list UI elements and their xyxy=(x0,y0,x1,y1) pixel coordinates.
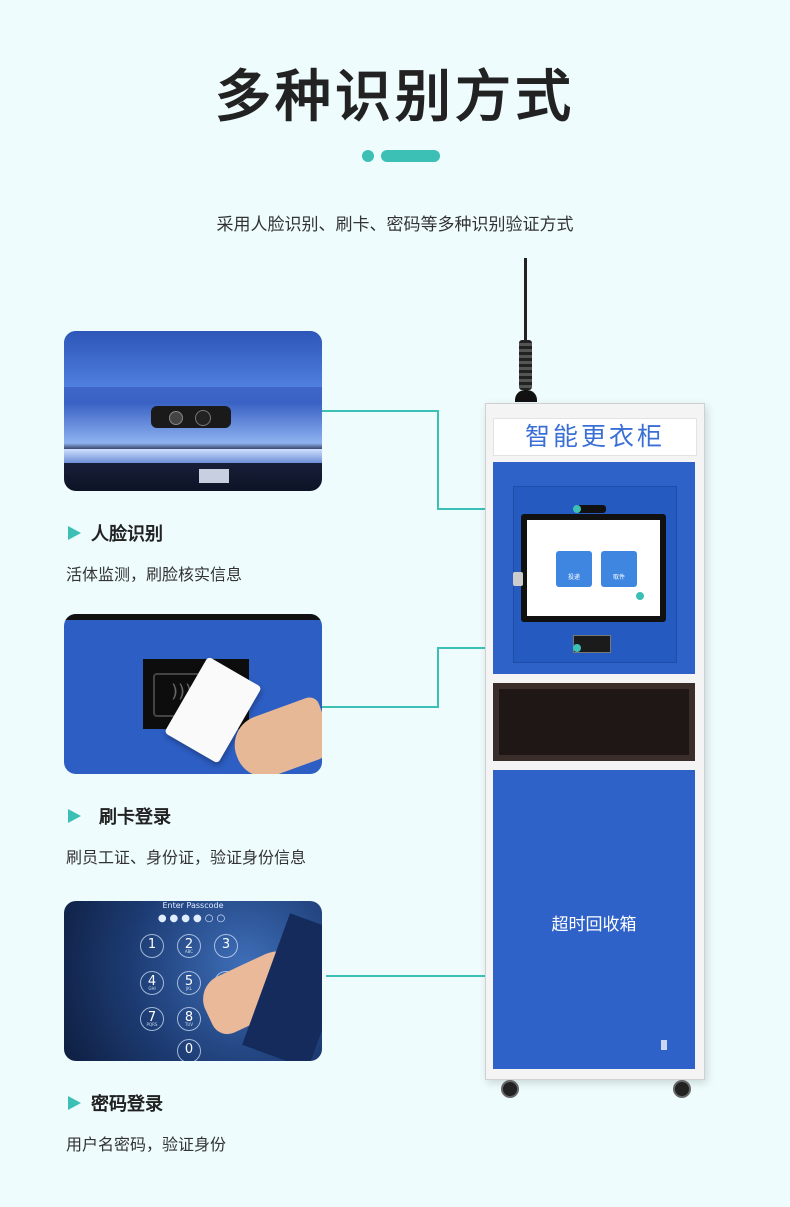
feature-password-title: 密码登录 xyxy=(68,1090,163,1116)
keypad-key-number: 0 xyxy=(184,1042,194,1057)
connector-line-card xyxy=(322,706,439,708)
cabinet-top-panel: 投递 取件 xyxy=(493,462,695,674)
card-swipe-photo: )))) xyxy=(64,614,322,774)
passcode-photo: Enter Passcode ●●●●○○ 12ABC34GHI5JKL67PQ… xyxy=(64,901,322,1061)
antenna-base xyxy=(515,390,537,402)
title-bar-decoration xyxy=(381,150,440,162)
keypad-key-letters: ABC xyxy=(184,949,194,954)
antenna-coil xyxy=(519,340,532,390)
feature-title-text: 人脸识别 xyxy=(91,524,163,545)
feature-title-text: 密码登录 xyxy=(91,1094,163,1115)
keypad-key-3[interactable]: 3 xyxy=(214,934,238,958)
feature-card-title: 刷卡登录 xyxy=(68,803,171,829)
connector-line-card xyxy=(437,647,439,708)
screen-pickup-button[interactable]: 取件 xyxy=(601,551,637,587)
feature-card-desc: 刷员工证、身份证，验证身份信息 xyxy=(66,848,307,867)
feature-password-desc: 用户名密码，验证身份 xyxy=(66,1135,227,1154)
cabinet-open-compartment xyxy=(493,683,695,761)
page-title: 多种识别方式 xyxy=(215,65,575,130)
screen-deliver-button[interactable]: 投递 xyxy=(556,551,592,587)
keypad-key-number: 7 xyxy=(147,1010,157,1025)
callout-dot xyxy=(573,644,581,652)
page-subtitle: 采用人脸识别、刷卡、密码等多种识别验证方式 xyxy=(216,215,574,235)
connector-line-password xyxy=(326,975,642,977)
screen-pickup-label: 取件 xyxy=(612,574,625,581)
passcode-prompt: Enter Passcode xyxy=(162,901,224,910)
keypad-key-letters: PQRS xyxy=(146,1022,158,1027)
title-dot-decoration xyxy=(362,150,374,162)
keypad-key-number: 8 xyxy=(184,1010,194,1025)
cabinet-recycle-box: 超时回收箱 xyxy=(493,770,695,1069)
keypad-key-number: 3 xyxy=(221,937,231,952)
feature-face-title: 人脸识别 xyxy=(68,520,163,546)
touch-screen[interactable]: 投递 取件 xyxy=(521,514,666,622)
face-camera-icon xyxy=(576,505,606,513)
callout-dot xyxy=(636,592,644,600)
keypad-key-number: 4 xyxy=(147,974,157,989)
lock-icon xyxy=(513,572,523,586)
triangle-bullet-icon xyxy=(68,1096,81,1110)
keypad-key-letters: GHI xyxy=(148,986,156,991)
keypad-key-0[interactable]: 0 xyxy=(177,1039,201,1061)
keypad-key-number: 2 xyxy=(184,937,194,952)
connector-line-face xyxy=(437,410,439,510)
keypad-key-number: 5 xyxy=(184,974,194,989)
keyhole-icon xyxy=(661,1040,667,1050)
camera-module-icon xyxy=(151,406,231,428)
callout-dot xyxy=(573,505,581,513)
keypad-key-letters: JKL xyxy=(185,986,193,991)
triangle-bullet-icon xyxy=(68,809,81,823)
keypad-key-1[interactable]: 1 xyxy=(140,934,164,958)
screen-deliver-label: 投递 xyxy=(567,574,580,581)
face-recognition-photo xyxy=(64,331,322,491)
keypad-key-number: 1 xyxy=(147,937,157,952)
keypad-key-letters: TUV xyxy=(184,1022,194,1027)
caster-wheel-icon xyxy=(673,1080,691,1098)
caster-wheel-icon xyxy=(501,1080,519,1098)
passcode-dots: ●●●●○○ xyxy=(157,913,229,924)
antenna-icon xyxy=(524,258,527,400)
recycle-box-label: 超时回收箱 xyxy=(551,915,637,935)
triangle-bullet-icon xyxy=(68,526,81,540)
feature-title-text: 刷卡登录 xyxy=(99,807,171,828)
feature-face-desc: 活体监测，刷脸核实信息 xyxy=(66,565,243,584)
cabinet-header-label: 智能更衣柜 xyxy=(493,418,697,456)
connector-line-face xyxy=(322,410,439,412)
